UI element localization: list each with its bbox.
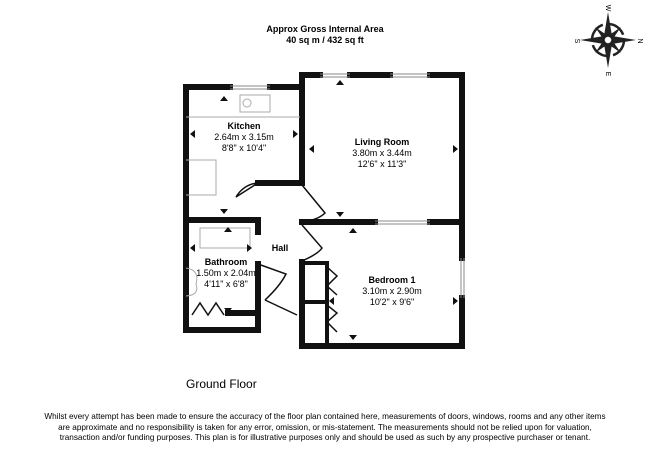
walls (183, 72, 465, 349)
bedroom-metric: 3.10m x 2.90m (362, 286, 422, 296)
bedroom-imperial: 10'2" x 9'6" (370, 297, 414, 307)
compass-south: S (573, 39, 580, 44)
living-room-metric: 3.80m x 3.44m (352, 148, 412, 158)
area-value: 40 sq m / 432 sq ft (286, 35, 364, 45)
kitchen-metric: 2.64m x 3.15m (214, 132, 274, 142)
doors (191, 182, 339, 333)
kitchen-imperial: 8'8" x 10'4" (222, 143, 266, 153)
compass-north: N (636, 38, 643, 43)
living-room-imperial: 12'6" x 11'3" (358, 159, 407, 169)
disclaimer: Whilst every attempt has been made to en… (44, 412, 606, 442)
compass-icon: W N E S (573, 5, 643, 77)
kitchen-label: Kitchen (227, 121, 260, 131)
compass-east: E (604, 72, 611, 77)
bathroom-imperial: 4'11" x 6'8" (204, 279, 248, 289)
measure-arrows (190, 80, 458, 340)
area-title: Approx Gross Internal Area (266, 24, 384, 34)
living-room-label: Living Room (355, 137, 410, 147)
hall-label: Hall (272, 243, 289, 253)
bathroom-metric: 1.50m x 2.04m (196, 268, 256, 278)
floor-label: Ground Floor (186, 377, 257, 391)
compass-west: W (604, 5, 611, 12)
bathroom-label: Bathroom (205, 257, 248, 267)
windows (230, 73, 465, 298)
bedroom-label: Bedroom 1 (368, 275, 415, 285)
fixtures (185, 94, 300, 297)
